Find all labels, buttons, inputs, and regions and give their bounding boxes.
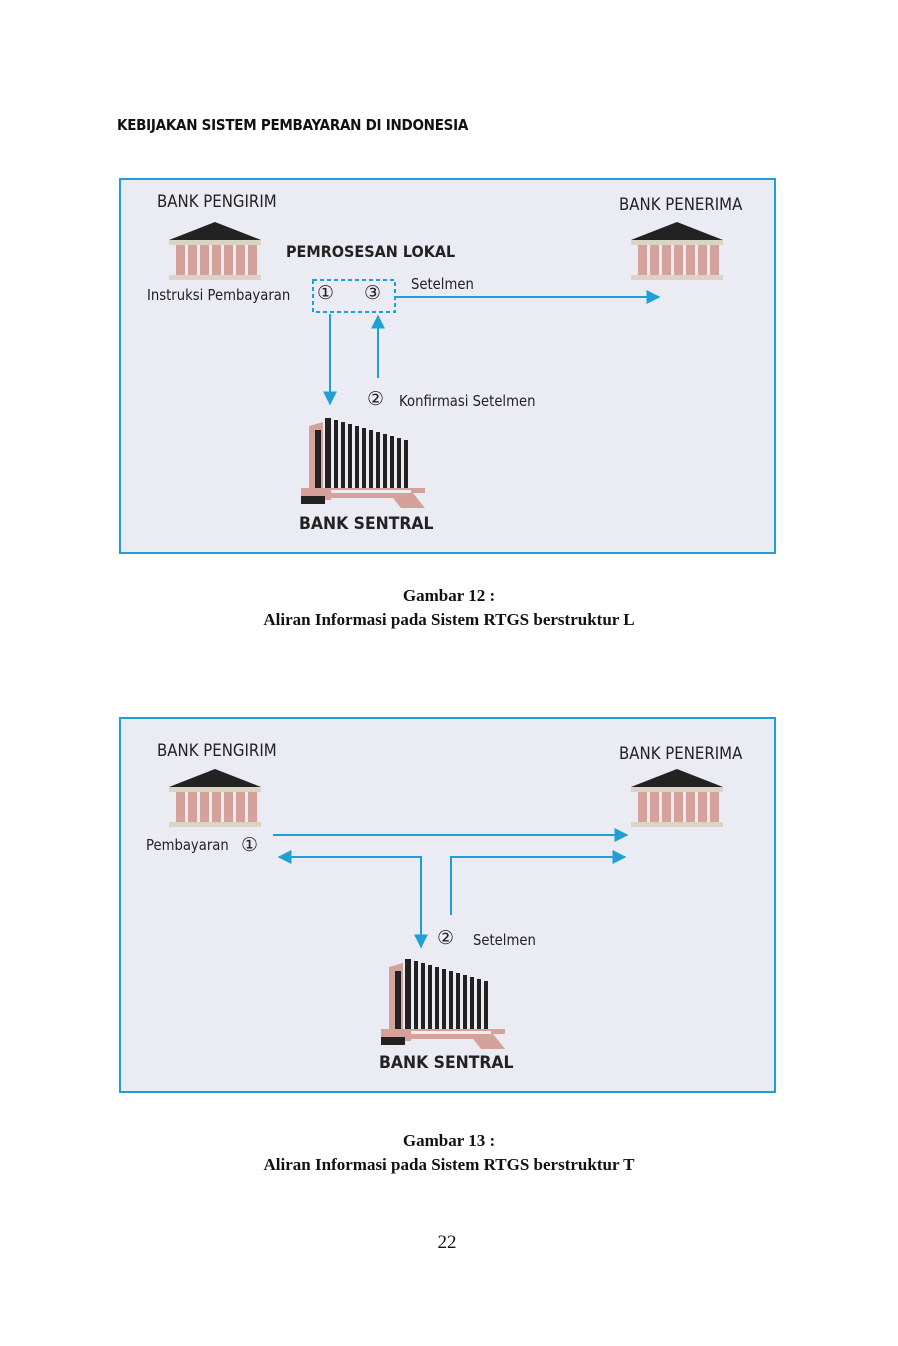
step-2-marker: ② <box>437 927 455 949</box>
payment-instruction-label: Instruksi Pembayaran <box>147 286 291 304</box>
central-bank-label: BANK SENTRAL <box>379 1053 514 1073</box>
step-1-marker: ① <box>241 834 259 856</box>
local-processing-label: PEMROSESAN LOKAL <box>286 242 456 261</box>
figure-13-caption-text: Aliran Informasi pada Sistem RTGS berstr… <box>263 1155 635 1174</box>
settlement-label: Setelmen <box>473 931 536 949</box>
central-bank-building-icon <box>381 959 505 1049</box>
bank-sender-icon <box>169 769 261 827</box>
step-1-marker: ① <box>317 282 335 304</box>
settlement-arrow-to-receiver <box>450 850 627 915</box>
figure-12-caption-number: Gambar 12 : <box>402 586 496 605</box>
step-3-marker: ③ <box>364 282 382 304</box>
settlement-label: Setelmen <box>411 275 474 293</box>
bank-sender-label: BANK PENGIRIM <box>157 741 277 761</box>
bank-receiver-icon <box>631 222 723 280</box>
figure-13-caption-number: Gambar 13 : <box>402 1131 496 1150</box>
bank-receiver-icon <box>631 769 723 827</box>
settlement-confirmation-label: Konfirmasi Setelmen <box>399 392 536 410</box>
step-2-marker: ② <box>367 388 385 410</box>
page-header-title: KEBIJAKAN SISTEM PEMBAYARAN DI INDONESIA <box>117 116 469 134</box>
central-bank-building-icon <box>301 418 425 508</box>
bank-sender-icon <box>169 222 261 280</box>
bank-sender-label: BANK PENGIRIM <box>157 192 277 212</box>
central-bank-label: BANK SENTRAL <box>299 514 434 534</box>
page-number: 22 <box>437 1232 457 1253</box>
payment-label: Pembayaran <box>146 836 229 854</box>
figure-12-diagram: BANK PENGIRIM BANK PENERIMA PEMROSESAN L… <box>119 178 776 554</box>
figure-13-diagram: BANK PENGIRIM BANK PENERIMA Pembayaran ①… <box>119 717 776 1093</box>
bank-receiver-label: BANK PENERIMA <box>619 744 743 764</box>
figure-12-graphics <box>169 222 723 508</box>
bank-receiver-label: BANK PENERIMA <box>619 195 743 215</box>
settlement-arrow-to-sender <box>277 850 422 947</box>
figure-13-graphics <box>169 769 723 1049</box>
figure-12-caption-text: Aliran Informasi pada Sistem RTGS berstr… <box>263 610 635 629</box>
